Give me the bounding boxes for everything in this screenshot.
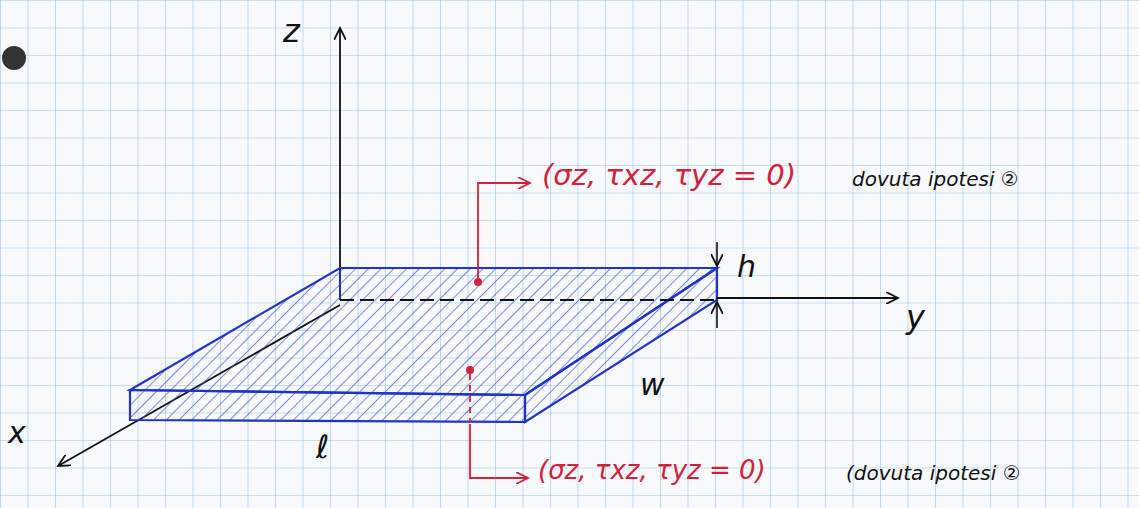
stress-note: (σz, τxz, τyz = 0) [538, 456, 766, 485]
axis-name: y [906, 300, 925, 335]
axis-name: x [8, 416, 26, 449]
dimension-label: w [640, 368, 665, 401]
hypothesis-note: (dovuta ipotesi ② [846, 462, 1021, 484]
dimension-label: h [737, 250, 756, 283]
stress-note: (σz, τxz, τyz = 0) [542, 160, 796, 192]
dimension-label: ℓ [316, 430, 329, 465]
axis-name: z [283, 14, 300, 49]
hypothesis-note: dovuta ipotesi ② [852, 168, 1019, 190]
